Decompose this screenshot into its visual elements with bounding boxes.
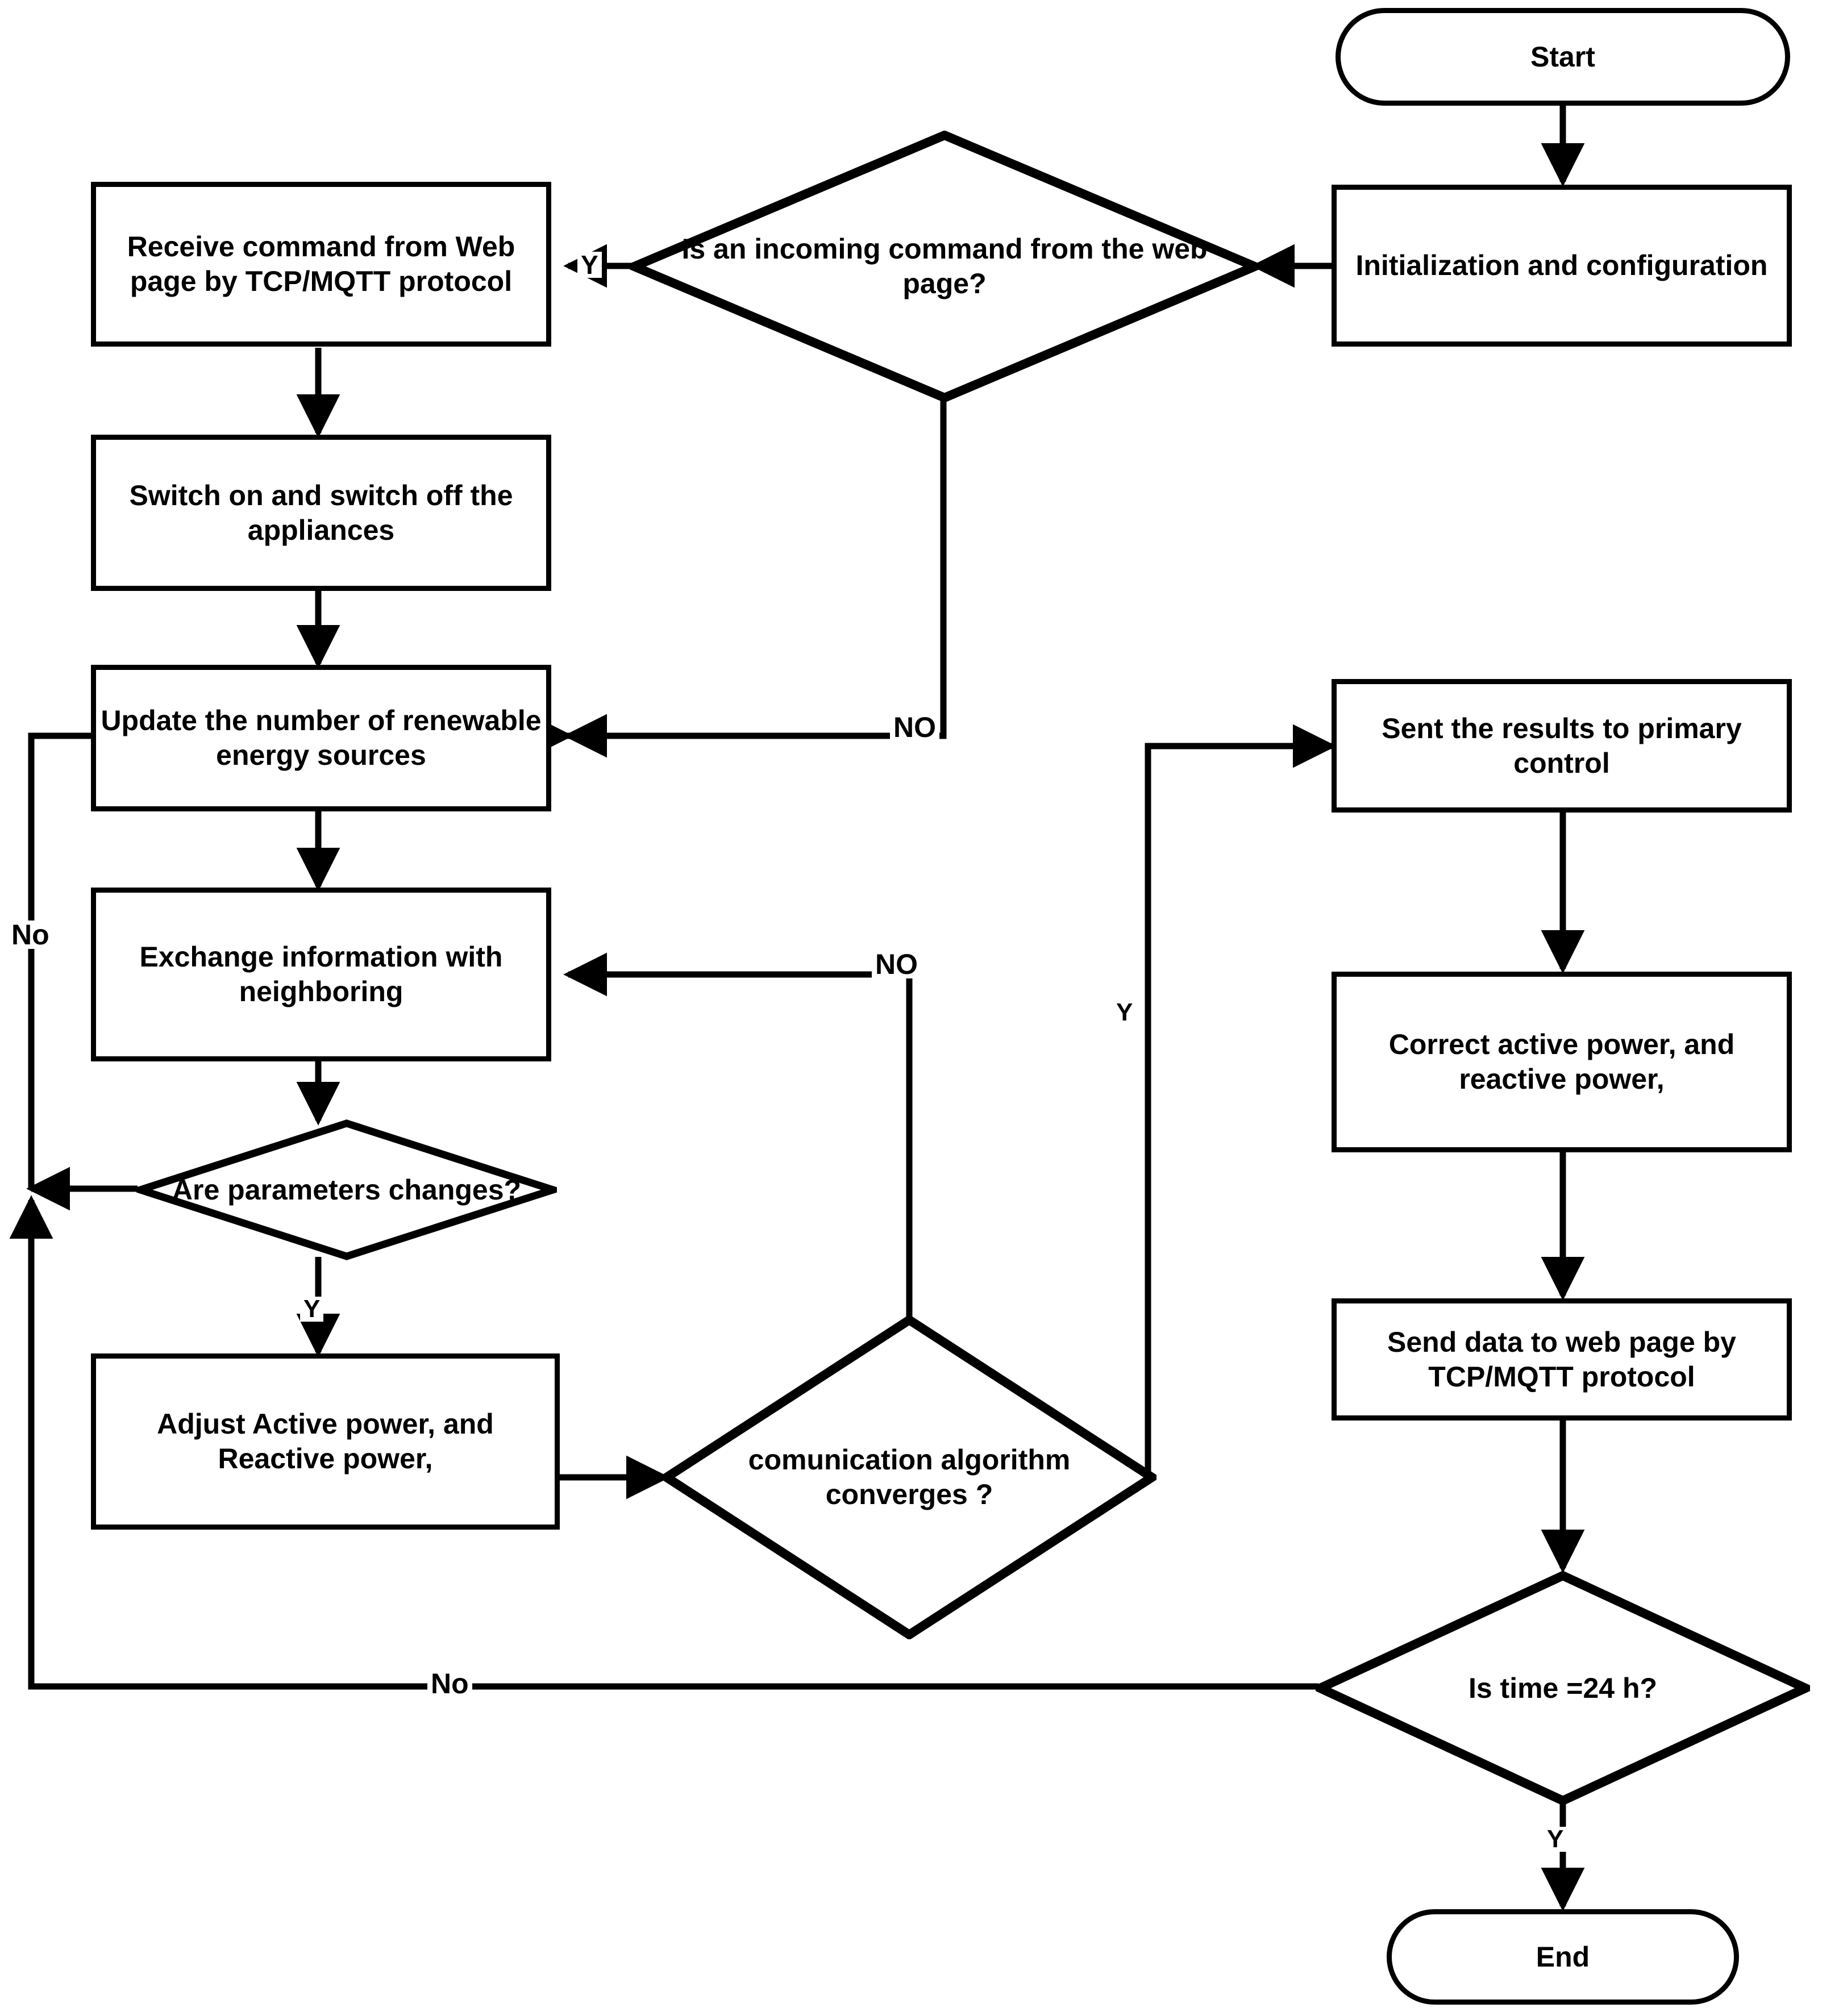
edge-decision-command-no [563,381,947,758]
node-adjust-power-label: Adjust Active power, and Reactive power, [157,1408,494,1474]
edge-label-time-no: No [427,1669,472,1698]
diamond-shape-parameters-changed [136,1119,557,1260]
edge-label-command-yes: Y [577,252,602,278]
node-receive-command[interactable]: Receive command from Web page by TCP/MQT… [91,182,551,347]
node-adjust-power[interactable]: Adjust Active power, and Reactive power, [91,1353,560,1530]
node-update-renewable-sources-label: Update the number of renewable energy so… [101,705,542,771]
node-decision-parameters-changed[interactable]: Are parameters changes? [136,1119,557,1260]
diamond-shape-algorithm-converges [662,1315,1156,1639]
node-sent-results-label: Sent the results to primary control [1382,712,1742,779]
node-start[interactable]: Start [1336,8,1790,106]
node-start-label: Start [1530,40,1595,73]
diamond-shape-is-time-24h [1316,1571,1810,1805]
edge-label-converge-yes: Y [1113,1000,1137,1025]
edge-decision-converge-yes [1145,724,1337,1481]
node-send-data-label: Send data to web page by TCP/MQTT protoc… [1387,1326,1736,1393]
node-correct-power[interactable]: Correct active power, and reactive power… [1332,972,1792,1152]
node-correct-power-label: Correct active power, and reactive power… [1388,1028,1735,1095]
node-exchange-information[interactable]: Exchange information with neighboring [91,888,551,1061]
node-initialization-label: Initialization and configuration [1355,249,1768,281]
node-decision-algorithm-converges-label: comunication algorithm converges ? [748,1444,1071,1510]
node-switch-appliances-label: Switch on and switch off the appliances [129,479,513,546]
edge-decision-converge-no [563,952,913,1321]
node-send-data-web-page[interactable]: Send data to web page by TCP/MQTT protoc… [1332,1298,1792,1421]
edge-label-params-yes: Y [300,1297,324,1322]
node-switch-appliances[interactable]: Switch on and switch off the appliances [91,435,551,591]
node-decision-parameters-changed-label: Are parameters changes? [172,1173,522,1206]
edge-label-params-no: No [8,920,53,949]
node-exchange-information-label: Exchange information with neighboring [139,941,503,1007]
edge-label-time-yes: Y [1544,1827,1567,1852]
diamond-shape-incoming-command [630,131,1259,402]
node-end-label: End [1536,1940,1590,1973]
node-update-renewable-sources[interactable]: Update the number of renewable energy so… [91,665,551,811]
edge-label-converge-no: NO [872,950,921,978]
node-decision-incoming-command-label: Is an incoming command from the web page… [681,233,1208,299]
node-decision-is-time-24h-label: Is time =24 h? [1468,1672,1658,1704]
edge-label-command-no: NO [890,713,939,742]
node-end[interactable]: End [1387,1909,1739,2005]
node-decision-is-time-24h[interactable]: Is time =24 h? [1316,1571,1810,1805]
node-initialization-and-configuration[interactable]: Initialization and configuration [1332,185,1792,347]
node-sent-results-primary-control[interactable]: Sent the results to primary control [1332,679,1792,813]
node-receive-command-label: Receive command from Web page by TCP/MQT… [127,231,515,297]
node-decision-incoming-command[interactable]: Is an incoming command from the web page… [630,131,1259,402]
node-decision-algorithm-converges[interactable]: comunication algorithm converges ? [662,1315,1156,1639]
